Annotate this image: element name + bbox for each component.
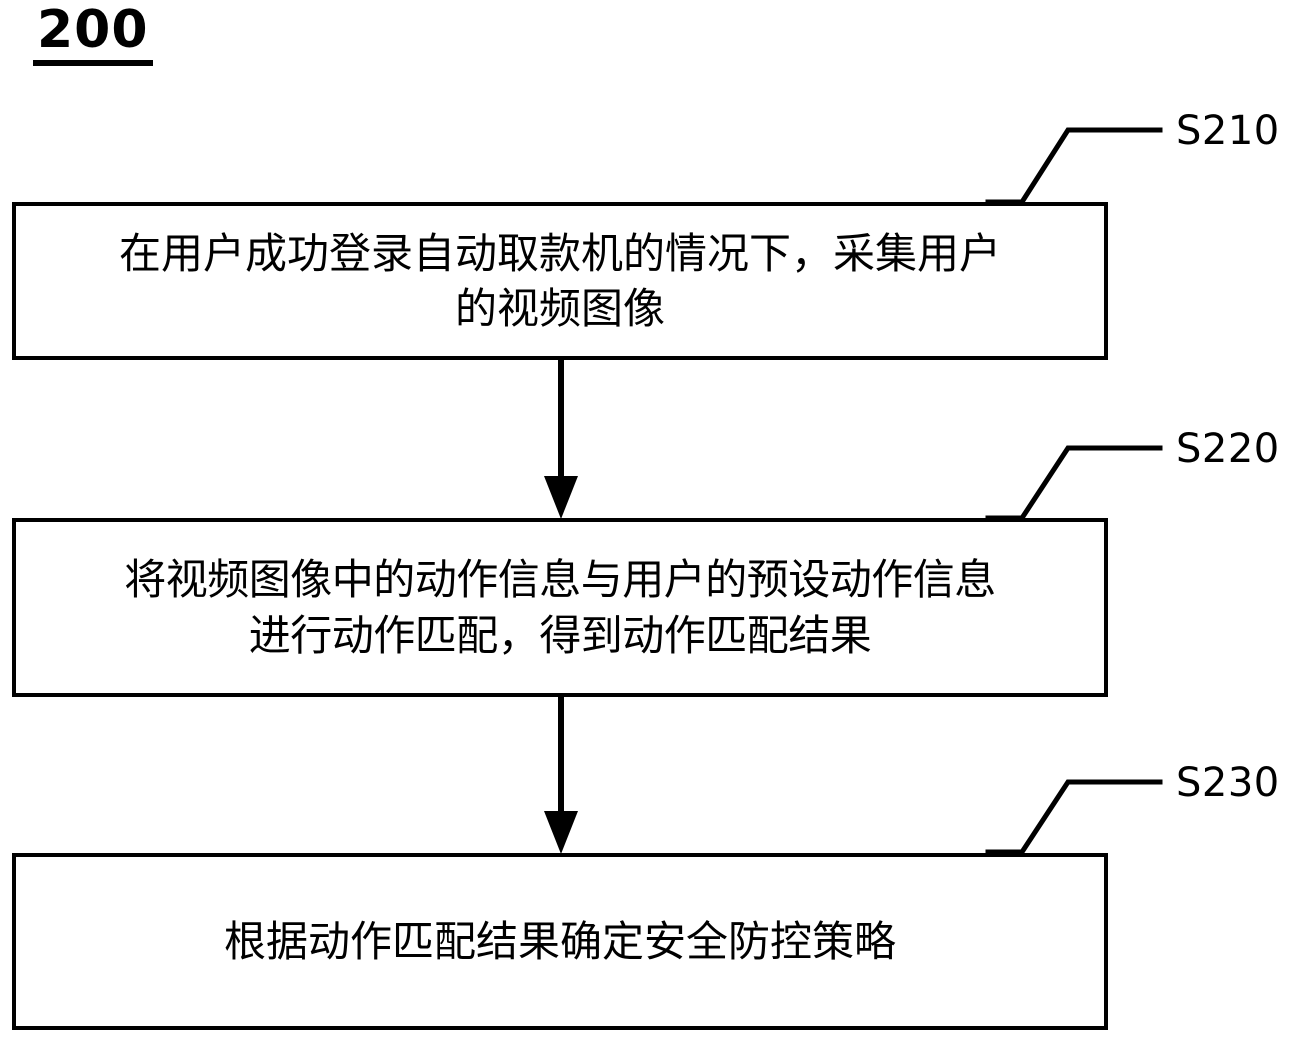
- callout-leader-line-s210: [985, 127, 1163, 205]
- callout-leader-line-s230: [985, 779, 1163, 855]
- process-box-s210: 在用户成功登录自动取款机的情况下，采集用户 的视频图像: [12, 202, 1108, 360]
- figure-number: 200: [33, 4, 153, 66]
- connector-arrow-s210-to-s220: [544, 358, 578, 519]
- process-box-s230: 根据动作匹配结果确定安全防控策略: [12, 853, 1108, 1030]
- connector-arrow-s220-to-s230: [544, 695, 578, 854]
- process-box-s220: 将视频图像中的动作信息与用户的预设动作信息 进行动作匹配，得到动作匹配结果: [12, 518, 1108, 697]
- process-box-s220-text: 将视频图像中的动作信息与用户的预设动作信息 进行动作匹配，得到动作匹配结果: [124, 555, 996, 660]
- step-label-s230: S230: [1176, 760, 1280, 806]
- process-box-s230-text: 根据动作匹配结果确定安全防控策略: [223, 916, 896, 966]
- step-label-s210: S210: [1176, 108, 1280, 154]
- callout-leader-line-s220: [985, 445, 1163, 521]
- process-box-s210-text: 在用户成功登录自动取款机的情况下，采集用户 的视频图像: [118, 228, 1001, 333]
- step-label-s220: S220: [1176, 426, 1280, 472]
